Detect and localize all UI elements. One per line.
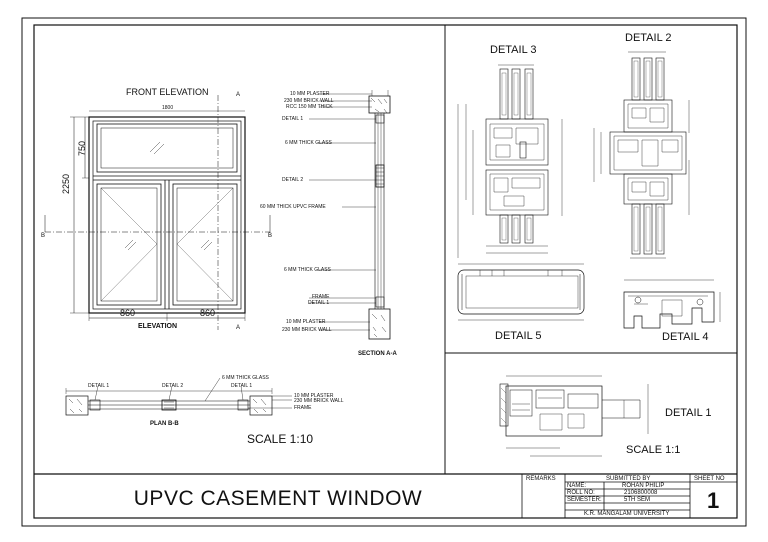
section-mark-b-left: B <box>41 233 46 239</box>
section-note: 230 MM BRICK WALL <box>284 98 334 104</box>
section-note: FRAME <box>312 294 330 300</box>
roll-value: 2106800008 <box>624 490 658 496</box>
detail2-title: DETAIL 2 <box>625 32 672 44</box>
detail3-title: DETAIL 3 <box>490 44 537 56</box>
roll-label: ROLL NO: <box>567 490 595 496</box>
section-note: 6 MM THICK GLASS <box>284 267 331 273</box>
section-note: DETAIL 1 <box>308 300 330 306</box>
section-aa-drawing <box>368 90 391 340</box>
semester-value: 5TH SEM <box>624 497 651 503</box>
front-elevation-drawing <box>44 95 271 330</box>
section-aa-leaders <box>309 93 376 331</box>
plan-bb-title: PLAN B-B <box>150 421 179 427</box>
title-block <box>521 474 737 518</box>
plan-bb-leaders <box>94 377 292 409</box>
submitted-by-label: SUBMITTED BY <box>606 476 651 482</box>
detail1-title: DETAIL 1 <box>665 407 712 419</box>
detail4-drawing <box>623 279 721 329</box>
detail3-drawing <box>457 64 563 258</box>
section-note: DETAIL 2 <box>282 177 304 183</box>
scale-main: SCALE 1:10 <box>247 432 314 446</box>
detail4-title: DETAIL 4 <box>662 331 709 343</box>
section-note: RCC 150 MM THICK <box>286 104 333 110</box>
semester-label: SEMESTER: <box>567 497 602 503</box>
front-elevation-title: FRONT ELEVATION <box>126 87 209 97</box>
plan-note: 230 MM BRICK WALL <box>294 398 344 404</box>
section-mark-a-top: A <box>236 92 241 98</box>
sheet-no-label: SHEET NO <box>694 476 725 482</box>
scale-detail: SCALE 1:1 <box>626 444 681 456</box>
section-mark-b-right: B <box>268 233 273 239</box>
detail1-drawing <box>499 375 649 457</box>
dim-left-width: 860 <box>120 308 136 318</box>
plan-note: 10 MM PLASTER <box>294 393 334 399</box>
sheet-no-value: 1 <box>707 488 720 513</box>
university-name: K.R. MANGALAM UNIVERSITY <box>584 511 670 517</box>
section-note: 60 MM THICK UPVC FRAME <box>260 204 326 210</box>
outer-border <box>21 17 747 527</box>
section-note: 10 MM PLASTER <box>290 91 330 97</box>
detail5-title: DETAIL 5 <box>495 330 542 342</box>
dim-top-width: 1800 <box>162 105 174 111</box>
dim-right-width: 860 <box>200 308 216 318</box>
plan-note: FRAME <box>294 405 312 411</box>
section-mark-a-bottom: A <box>236 325 241 331</box>
detail5-drawing <box>457 263 585 321</box>
dim-overall-height: 2250 <box>61 173 71 194</box>
plan-bb-drawing <box>65 388 273 416</box>
name-label: NAME: <box>567 483 587 489</box>
section-note: DETAIL 1 <box>282 116 304 122</box>
plan-note: DETAIL 1 <box>231 383 253 389</box>
section-note: 230 MM BRICK WALL <box>282 327 332 333</box>
detail2-drawing <box>593 51 690 259</box>
section-note: 6 MM THICK GLASS <box>285 140 332 146</box>
plan-note: DETAIL 2 <box>162 383 184 389</box>
elevation-label: ELEVATION <box>138 323 178 330</box>
plan-note: DETAIL 1 <box>88 383 110 389</box>
name-value: ROHAN PHILIP <box>622 483 665 489</box>
plan-note: 6 MM THICK GLASS <box>222 375 269 381</box>
section-aa-title: SECTION A-A <box>358 351 397 357</box>
section-note: 10 MM PLASTER <box>286 319 326 325</box>
dim-top-height: 750 <box>77 140 87 156</box>
drawing-title: UPVC CASEMENT WINDOW <box>133 487 423 510</box>
remarks-label: REMARKS <box>526 476 556 482</box>
inner-border <box>33 24 738 519</box>
